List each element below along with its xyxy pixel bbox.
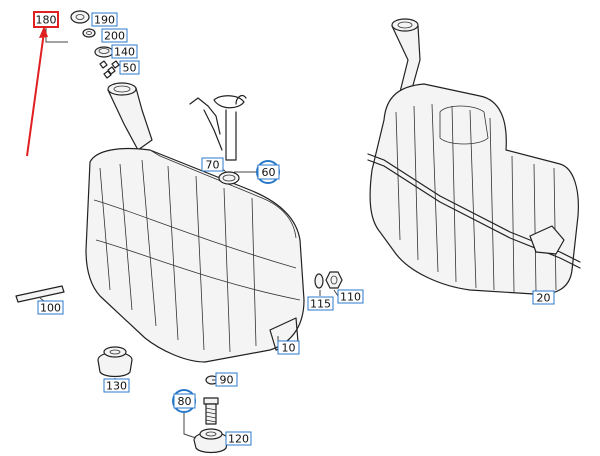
part-fuel-tank-10 [85, 147, 305, 363]
part-washer-200 [82, 28, 96, 38]
svg-text:130: 130 [106, 380, 127, 393]
svg-text:90: 90 [220, 374, 234, 387]
svg-text:100: 100 [40, 302, 61, 315]
svg-text:70: 70 [206, 159, 220, 172]
svg-text:115: 115 [310, 298, 331, 311]
callout-20[interactable]: 20 [532, 290, 555, 305]
svg-text:140: 140 [114, 46, 135, 59]
callout-180[interactable]: 180 [33, 11, 59, 28]
callout-140[interactable]: 140 [111, 44, 138, 59]
part-sender-unit-60 [189, 94, 247, 161]
callout-70[interactable]: 70 [201, 157, 224, 172]
part-cap-130 [97, 346, 133, 378]
callout-50[interactable]: 50 [119, 60, 140, 75]
part-ring-140 [94, 46, 114, 58]
part-fuel-tank-20 [367, 18, 581, 295]
part-bolt-80 [203, 397, 219, 425]
part-cap-190 [70, 10, 90, 24]
leader-80 [183, 410, 197, 439]
callout-110[interactable]: 110 [337, 289, 364, 304]
highlight-arrow [26, 26, 48, 157]
part-washer-115 [314, 273, 324, 289]
svg-text:60: 60 [262, 166, 276, 179]
part-filler-neck [107, 82, 153, 151]
callout-60[interactable]: 60 [256, 160, 280, 184]
callout-90[interactable]: 90 [215, 372, 238, 387]
callout-115[interactable]: 115 [307, 296, 334, 311]
part-clips-50 [99, 60, 120, 79]
svg-text:110: 110 [340, 291, 361, 304]
svg-text:190: 190 [94, 14, 115, 27]
svg-text:180: 180 [36, 14, 57, 27]
callout-80[interactable]: 80 [172, 389, 196, 413]
leader-180 [45, 26, 68, 43]
callout-100[interactable]: 100 [37, 300, 64, 315]
callout-120[interactable]: 120 [225, 431, 252, 446]
callout-200[interactable]: 200 [101, 28, 128, 43]
svg-text:80: 80 [178, 395, 192, 408]
part-cap-120 [193, 428, 229, 454]
svg-text:20: 20 [537, 292, 551, 305]
svg-text:50: 50 [123, 62, 137, 75]
part-seal-ring-70 [218, 171, 240, 185]
svg-text:200: 200 [104, 30, 125, 43]
callout-130[interactable]: 130 [103, 378, 130, 393]
part-strap-100 [15, 285, 65, 303]
leader-110 [333, 289, 339, 297]
svg-text:10: 10 [282, 342, 296, 355]
svg-text:120: 120 [228, 433, 249, 446]
callout-190[interactable]: 190 [91, 12, 118, 27]
part-nut-110 [325, 271, 343, 289]
callout-10[interactable]: 10 [277, 340, 300, 355]
